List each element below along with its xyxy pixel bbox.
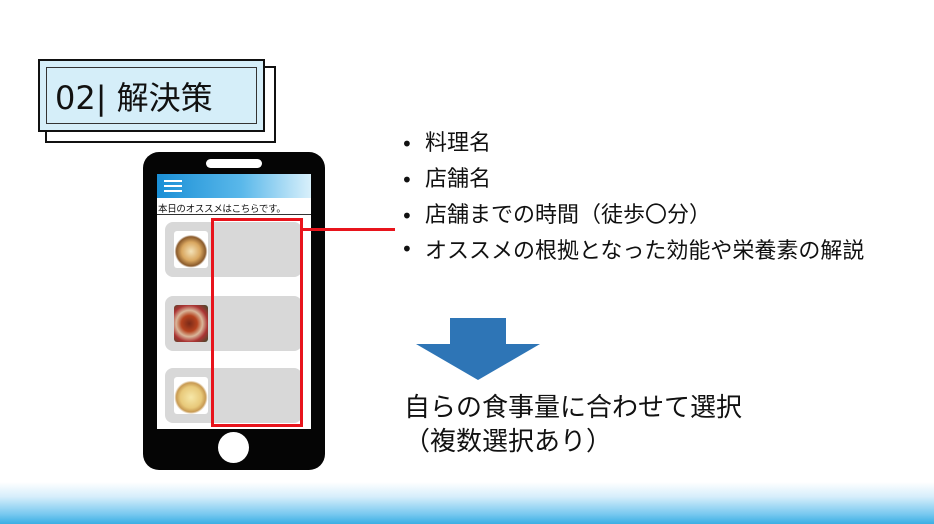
summary-text: 自らの食事量に合わせて選択 （複数選択あり）	[404, 391, 904, 459]
phone-home-button	[218, 432, 249, 463]
recommendation-card[interactable]	[165, 222, 302, 277]
recommendation-card[interactable]	[165, 368, 302, 423]
highlight-connector-line	[301, 228, 395, 231]
card-info-highlight	[211, 218, 303, 427]
hamburger-menu-icon[interactable]	[164, 180, 182, 192]
meat-dish-photo	[174, 305, 208, 342]
slide-title: 02| 解決策	[55, 78, 213, 117]
title-box-inner: 02| 解決策	[46, 67, 257, 124]
ramen-photo	[174, 231, 208, 268]
title-box: 02| 解決策	[38, 59, 265, 132]
bullet-item: 料理名	[399, 126, 909, 162]
feature-bullet-list: 料理名 店舗名 店舗までの時間（徒歩〇分） オススメの根拠となった効能や栄養素の…	[399, 126, 909, 267]
app-header	[157, 174, 311, 198]
summary-line: 自らの食事量に合わせて選択	[404, 393, 743, 423]
bullet-item: 店舗名	[399, 162, 909, 198]
smartphone-illustration: 本日のオススメはこちらです。	[143, 152, 325, 470]
summary-line: （複数選択あり）	[404, 427, 613, 457]
caption-underline	[157, 214, 311, 215]
recommendation-card[interactable]	[165, 296, 302, 351]
bullet-item: 店舗までの時間（徒歩〇分）	[399, 198, 909, 234]
screen-caption: 本日のオススメはこちらです。	[158, 204, 286, 215]
bottom-gradient-band	[0, 482, 934, 524]
pasta-photo	[174, 377, 208, 414]
down-arrow-icon	[416, 318, 540, 380]
phone-speaker	[206, 159, 262, 168]
bullet-item: オススメの根拠となった効能や栄養素の解説	[399, 234, 909, 267]
phone-screen: 本日のオススメはこちらです。	[157, 174, 311, 429]
